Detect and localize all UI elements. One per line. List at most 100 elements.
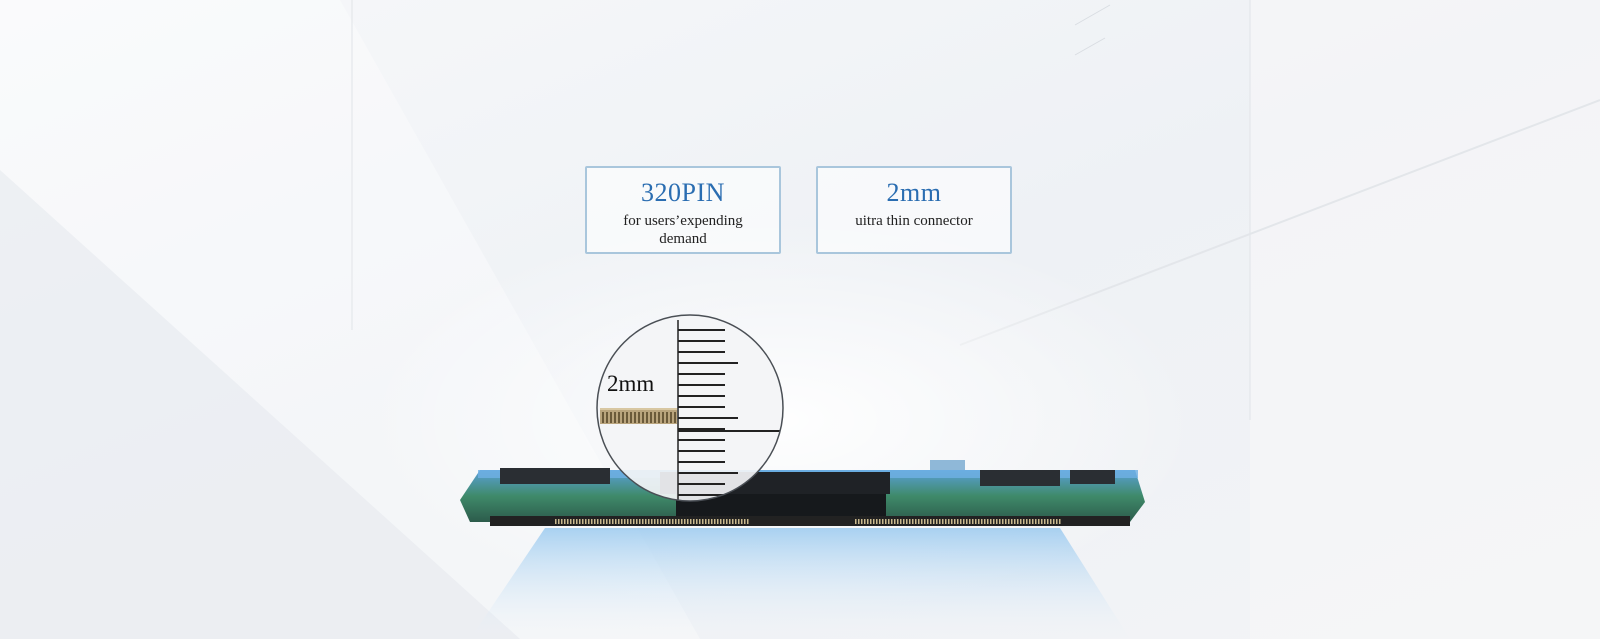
- board-pin: [714, 519, 716, 524]
- board-pin: [633, 519, 635, 524]
- connector-pin: [610, 412, 612, 423]
- board-pin: [984, 519, 986, 524]
- board-pin: [933, 519, 935, 524]
- board-pin: [690, 519, 692, 524]
- board-pin: [951, 519, 953, 524]
- board-pin: [957, 519, 959, 524]
- board-pin: [675, 519, 677, 524]
- connector-pin: [642, 412, 644, 423]
- board-pin: [942, 519, 944, 524]
- board-pin: [741, 519, 743, 524]
- board-pin: [1050, 519, 1052, 524]
- connector-pin: [602, 412, 604, 423]
- board-pin: [699, 519, 701, 524]
- board-pin: [660, 519, 662, 524]
- board-pin: [726, 519, 728, 524]
- connector-pin: [606, 412, 608, 423]
- board-pin: [609, 519, 611, 524]
- board-pin: [858, 519, 860, 524]
- board-pin: [702, 519, 704, 524]
- board-pin: [693, 519, 695, 524]
- board-pin: [1008, 519, 1010, 524]
- connector-pin: [670, 412, 672, 423]
- board-pin: [708, 519, 710, 524]
- board-pin: [1020, 519, 1022, 524]
- board-pin: [591, 519, 593, 524]
- board-pin: [915, 519, 917, 524]
- board-pin: [615, 519, 617, 524]
- board-pin: [630, 519, 632, 524]
- board-pin: [723, 519, 725, 524]
- board-pin: [1023, 519, 1025, 524]
- board-pin: [1032, 519, 1034, 524]
- board-pin: [558, 519, 560, 524]
- board-pin: [906, 519, 908, 524]
- board-pin: [555, 519, 557, 524]
- board-pin: [681, 519, 683, 524]
- connector-pin: [646, 412, 648, 423]
- board-pin: [744, 519, 746, 524]
- board-pin: [600, 519, 602, 524]
- board-pin: [1017, 519, 1019, 524]
- board-pin: [921, 519, 923, 524]
- board-pin: [978, 519, 980, 524]
- board-pin: [999, 519, 1001, 524]
- board-pin: [597, 519, 599, 524]
- connector-pin: [650, 412, 652, 423]
- board-pin: [1059, 519, 1061, 524]
- connector-pin: [618, 412, 620, 423]
- board-pin: [879, 519, 881, 524]
- board-pin: [738, 519, 740, 524]
- board-pin: [651, 519, 653, 524]
- magnifier-label: 2mm: [607, 371, 655, 396]
- board-pin: [909, 519, 911, 524]
- board-pin: [624, 519, 626, 524]
- board-pin: [927, 519, 929, 524]
- board-pin: [873, 519, 875, 524]
- feature-title: 320PIN: [641, 178, 725, 207]
- board-pin: [705, 519, 707, 524]
- board-pin: [663, 519, 665, 524]
- connector-pin: [622, 412, 624, 423]
- board-pin: [993, 519, 995, 524]
- board-pin: [1002, 519, 1004, 524]
- board-pin: [900, 519, 902, 524]
- board-pin: [1026, 519, 1028, 524]
- board-pin: [735, 519, 737, 524]
- board-pin: [939, 519, 941, 524]
- board-pin: [1035, 519, 1037, 524]
- board-pin: [1047, 519, 1049, 524]
- connector-pin: [614, 412, 616, 423]
- board-pin: [966, 519, 968, 524]
- board-pin: [612, 519, 614, 524]
- board-pin: [885, 519, 887, 524]
- board-pin: [567, 519, 569, 524]
- board-pin: [936, 519, 938, 524]
- board-pin: [669, 519, 671, 524]
- board-pin: [987, 519, 989, 524]
- board-pin: [711, 519, 713, 524]
- feature-subtitle: uitra thin connector: [855, 213, 973, 229]
- connector-pin: [626, 412, 628, 423]
- board-pin: [636, 519, 638, 524]
- board-pin: [747, 519, 749, 524]
- board-pin: [990, 519, 992, 524]
- board-pin: [969, 519, 971, 524]
- board-pin: [1038, 519, 1040, 524]
- board-pin: [729, 519, 731, 524]
- board-pin: [867, 519, 869, 524]
- board-pin: [594, 519, 596, 524]
- board-pin: [996, 519, 998, 524]
- board-pin: [972, 519, 974, 524]
- board-pin: [642, 519, 644, 524]
- board-pin: [696, 519, 698, 524]
- board-pin: [1029, 519, 1031, 524]
- board-pin: [855, 519, 857, 524]
- board-pin: [672, 519, 674, 524]
- board-pin: [627, 519, 629, 524]
- board-pin: [687, 519, 689, 524]
- connector-pin: [658, 412, 660, 423]
- board-pin: [903, 519, 905, 524]
- board-pin: [930, 519, 932, 524]
- feature-card-pins: 320PIN for users’expending demand: [585, 166, 781, 254]
